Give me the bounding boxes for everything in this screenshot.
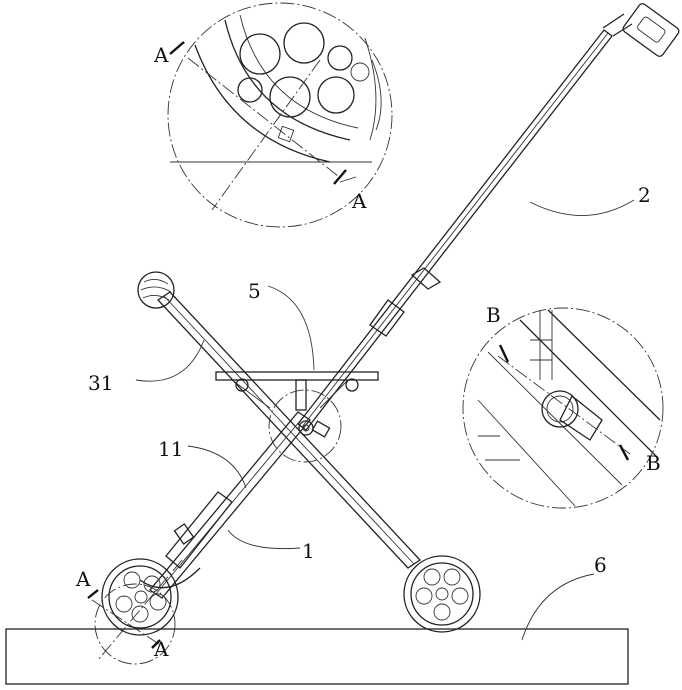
label-seat: 5 xyxy=(248,279,261,303)
label-section-a-top-end: A xyxy=(351,189,367,213)
handle-tube xyxy=(298,2,680,430)
label-tube: 11 xyxy=(158,437,183,461)
label-section-b-start: B xyxy=(486,303,501,327)
label-section-a-top: A xyxy=(153,43,169,67)
detail-circle-b xyxy=(463,308,663,508)
ground-plate xyxy=(6,629,628,684)
front-leg xyxy=(138,272,420,568)
front-wheel xyxy=(404,556,480,632)
label-section-a-wheel-end: A xyxy=(153,637,169,661)
label-section-b-end: B xyxy=(646,451,661,475)
label-front-leg: 31 xyxy=(88,371,113,395)
label-handle: 2 xyxy=(638,183,651,207)
label-section-a-wheel: A xyxy=(75,567,91,591)
label-frame: 1 xyxy=(302,539,315,563)
label-ground: 6 xyxy=(594,553,607,577)
